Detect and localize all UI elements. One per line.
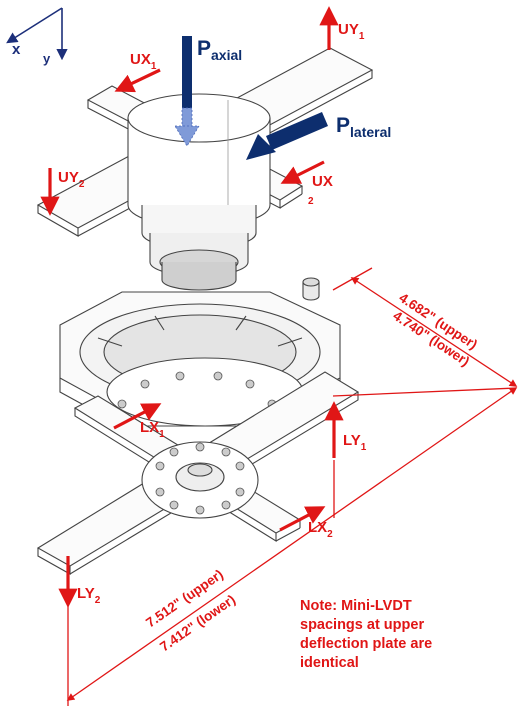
lower-octagonal-frame <box>59 277 341 427</box>
coordinate-axes: x y <box>6 7 68 66</box>
note-line-3: deflection plate are <box>300 636 433 652</box>
ly2-label: LY2 <box>77 585 101 606</box>
lateral-load-label: Plateral <box>336 114 391 140</box>
ux2-subscript: 2 <box>308 196 314 207</box>
uy2-label: UY2 <box>58 169 85 190</box>
note-line-2: spacings at upper <box>300 617 425 633</box>
note-line-1: Note: Mini-LVDT <box>300 598 412 614</box>
uy1-label: UY1 <box>338 21 365 42</box>
axial-load-label: Paxial <box>197 37 242 63</box>
ux1-arrow <box>114 68 161 93</box>
upper-cylinder <box>127 93 271 291</box>
lateral-load-arrow <box>246 112 328 160</box>
axial-load-arrow <box>174 36 200 147</box>
spacing-note: Note: Mini-LVDT spacings at upper deflec… <box>300 597 510 673</box>
y-axis-label: y <box>43 51 51 66</box>
long-span-dimension <box>66 387 518 706</box>
ux2-arrow <box>280 160 325 184</box>
x-axis-label: x <box>12 41 21 58</box>
ux1-label: UX1 <box>130 51 157 72</box>
ux2-label: UX <box>312 173 333 190</box>
ly1-label: LY1 <box>343 432 367 453</box>
note-line-4: identical <box>300 655 359 671</box>
